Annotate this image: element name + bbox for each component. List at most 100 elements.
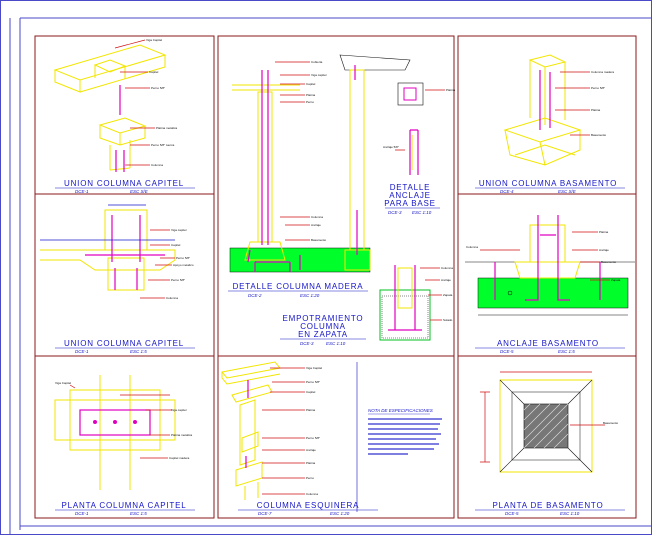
drawing-p8: Basamento [480,371,619,473]
p3-scale: ESC 1:5 [130,349,147,354]
svg-text:Basamento: Basamento [603,421,619,425]
anclaje-scale: ESC 1:10 [412,210,432,215]
empotramiento-code: DCE-3 [300,341,314,346]
svg-text:Columna: Columna [466,245,478,249]
svg-text:Columna: Columna [166,296,178,300]
p5-title: ANCLAJE BASAMENTO [497,339,599,348]
svg-text:Anclaje 5/8": Anclaje 5/8" [383,145,399,149]
p3-code: DCE-1 [75,349,89,354]
p6-code: DCE-1 [75,511,89,516]
panel-frame-p8 [457,355,637,519]
p2-scale: ESC S/E [558,189,577,194]
anclaje-title-2: ANCLAJE [389,191,431,200]
svg-text:Perno 5/8" tuerca: Perno 5/8" tuerca [151,143,175,147]
p4-scale: ESC 1:20 [300,293,320,298]
nota-especificaciones: NOTA DE ESPECIFICACIONES [368,408,442,455]
svg-text:Zapata: Zapata [611,278,621,282]
empotramiento-scale: ESC 1:10 [326,341,346,346]
svg-text:Columna: Columna [311,215,323,219]
p7-code: DCE-7 [258,511,272,516]
svg-text:Perno: Perno [306,100,314,104]
svg-text:Basamento: Basamento [601,260,617,264]
p8-title: PLANTA DE BASAMENTO [493,501,604,510]
svg-text:Platina metalica: Platina metalica [156,126,178,130]
drawing-p3: Viga capitel Capitel Perno 5/8" Apoyo me… [40,204,194,300]
p5-scale: ESC 1:5 [558,349,575,354]
svg-text:Viga capitel: Viga capitel [311,73,327,77]
p1-code: DCE-1 [75,189,89,194]
svg-text:Capitel: Capitel [149,70,159,74]
nota-heading: NOTA DE ESPECIFICACIONES [368,408,433,413]
p5-code: DCE-5 [500,349,514,354]
svg-text:Perno 5/8": Perno 5/8" [151,86,165,90]
svg-text:Platina metalica: Platina metalica [171,433,193,437]
p6-title: PLANTA COLUMNA CAPITEL [61,501,186,510]
svg-text:Capitel: Capitel [306,82,316,86]
svg-text:Perno 5/8": Perno 5/8" [306,436,320,440]
drawing-detalle-anclaje: Platina Anclaje 5/8" [383,82,456,175]
empotramiento-title-3: EN ZAPATA [298,330,348,339]
p2-code: DCE-4 [500,189,514,194]
p1-title: UNION COLUMNA CAPITEL [64,179,184,188]
svg-text:Columna: Columna [441,266,453,270]
svg-text:Platina: Platina [446,88,456,92]
svg-text:Anclaje: Anclaje [599,248,609,252]
svg-text:Platina: Platina [306,93,316,97]
svg-text:Anclaje: Anclaje [306,448,316,452]
p2-title: UNION COLUMNA BASAMENTO [479,179,617,188]
svg-text:Columna: Columna [151,163,163,167]
svg-text:Viga capitel: Viga capitel [171,228,187,232]
p3-title: UNION COLUMNA CAPITEL [64,339,184,348]
p7-scale: ESC 1:20 [330,511,350,516]
drawing-columna-elevation [339,54,411,271]
drawing-p2: Columna madera Perno 5/8" Platina Basame… [503,54,614,166]
panel-frame-p6 [34,355,215,519]
p4-title: DETALLE COLUMNA MADERA [233,282,364,291]
p7-title: COLUMNA ESQUINERA [257,501,360,510]
p6-scale: ESC 1:5 [130,511,147,516]
svg-text:Viga Capitel: Viga Capitel [55,381,71,385]
empotramiento-title-1: EMPOTRAMIENTO [283,314,364,323]
svg-text:Viga Capitel: Viga Capitel [306,366,322,370]
panel-frame-p7 [217,355,455,519]
empotramiento-title-2: COLUMNA [300,322,346,331]
svg-text:Basamento: Basamento [591,133,607,137]
svg-text:Anclaje: Anclaje [441,278,451,282]
drawing-p7: Viga Capitel Perno 5/8" Capitel Platina … [221,361,358,512]
anclaje-title-1: DETALLE [390,183,431,192]
svg-text:Viga capitel: Viga capitel [171,408,187,412]
drawing-p1: Viga Capitel Capitel Perno 5/8" Platina … [53,38,178,172]
anclaje-code: DCE-3 [388,210,402,215]
svg-text:Apoyo metalico: Apoyo metalico [173,263,194,267]
svg-text:Perno 5/8": Perno 5/8" [306,380,320,384]
svg-text:Columna: Columna [306,492,318,496]
svg-text:Perno 5/8": Perno 5/8" [591,86,605,90]
svg-text:Perno 5/8": Perno 5/8" [171,278,185,282]
drawing-p6: Viga Capitel Viga capitel Platina metali… [54,375,193,490]
p1-scale: ESC S/E [130,189,149,194]
p4-code: DCE-2 [248,293,262,298]
svg-text:Platina: Platina [306,461,316,465]
svg-text:Viga Capitel: Viga Capitel [146,38,162,42]
svg-text:Capitel madera: Capitel madera [169,456,190,460]
svg-text:Cubierta: Cubierta [311,60,323,64]
svg-text:Platina: Platina [306,408,316,412]
svg-text:Columna madera: Columna madera [591,70,614,74]
svg-text:Zapata: Zapata [443,293,453,297]
p8-code: DCE-5 [505,511,519,516]
drawing-empotramiento: Columna Anclaje Zapata Solado [379,265,453,341]
svg-text:Capitel: Capitel [306,390,316,394]
anclaje-title-3: PARA BASE [384,199,436,208]
drawing-p5: Columna Platina Anclaje Basamento Zapata [465,215,635,316]
drawing-columna-madera: Cubierta Viga capitel Capitel Platina Pe… [229,60,371,273]
svg-text:Capitel: Capitel [171,243,181,247]
svg-text:Perno: Perno [306,476,314,480]
svg-text:Basamento: Basamento [311,238,327,242]
svg-text:Platina: Platina [591,108,601,112]
svg-text:Solado: Solado [443,318,453,322]
svg-text:Platina: Platina [599,230,609,234]
svg-text:Anclaje: Anclaje [311,223,321,227]
svg-text:Perno 5/8": Perno 5/8" [176,256,190,260]
p8-scale: ESC 1:10 [560,511,580,516]
